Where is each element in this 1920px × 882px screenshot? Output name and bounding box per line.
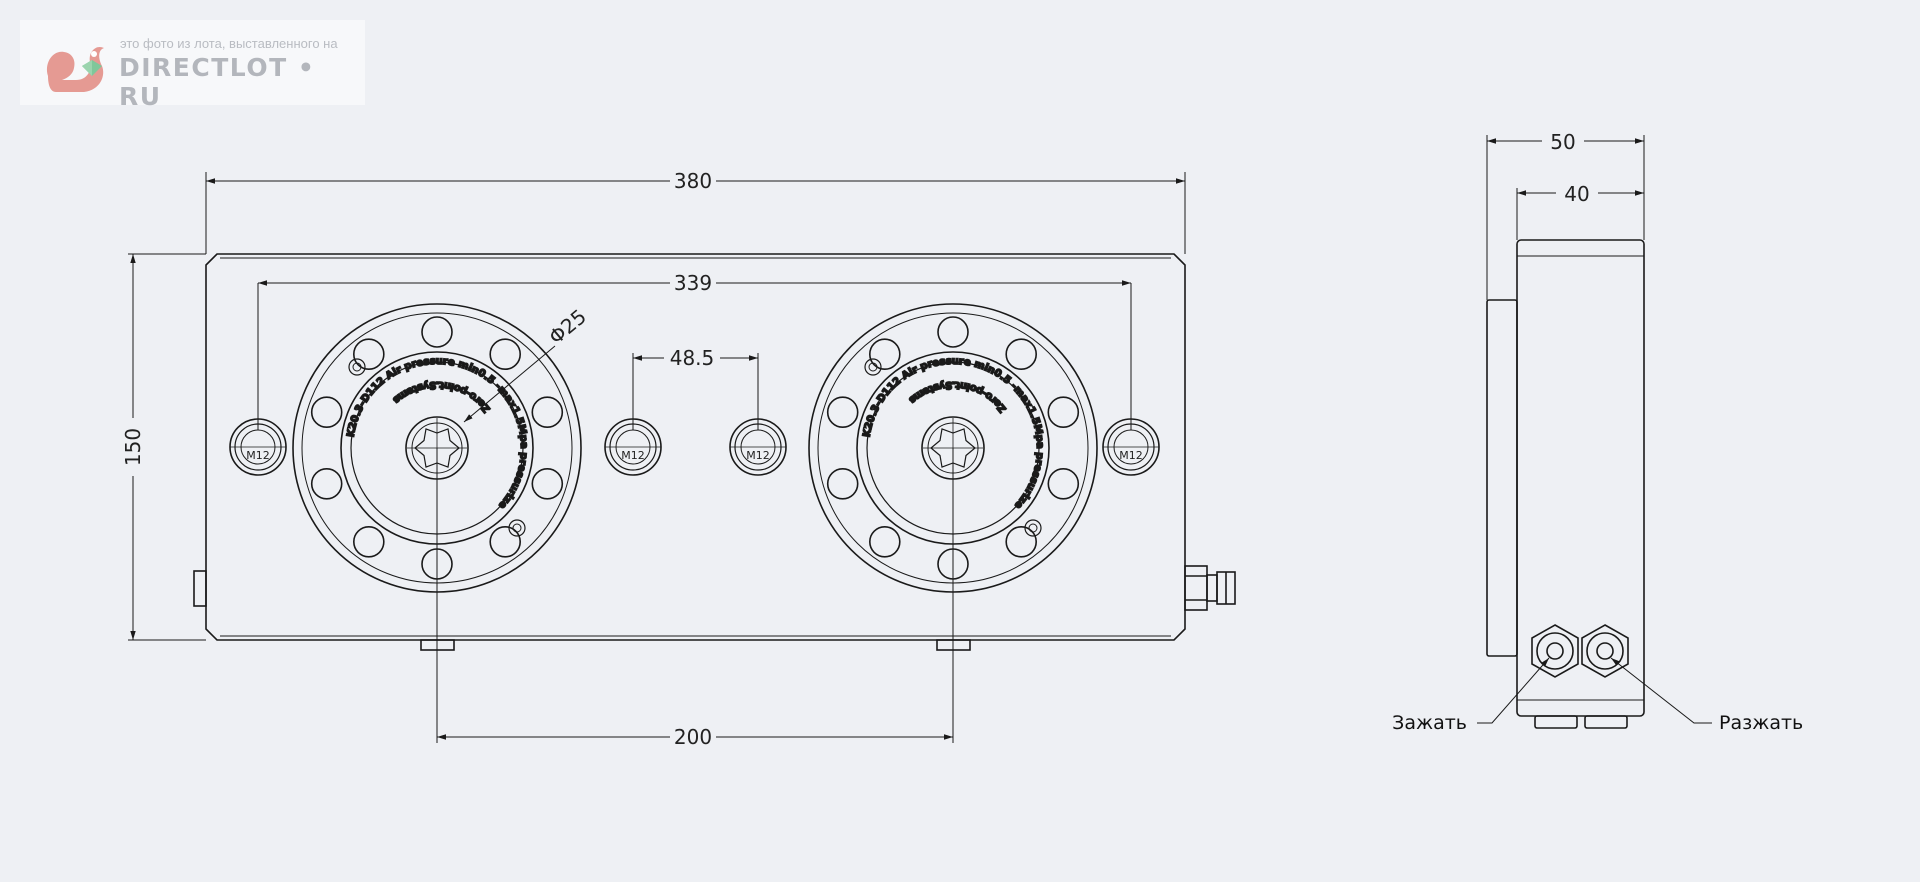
- base-plate-inner-edge: [220, 257, 1171, 637]
- squirrel-logo-icon: [46, 46, 104, 92]
- dim-text-339: 339: [674, 271, 712, 295]
- mount-hole: [310, 467, 343, 500]
- side-body: [1516, 239, 1645, 717]
- watermark: это фото из лота, выставленного на DIREC…: [20, 20, 365, 111]
- dim-text-150: 150: [121, 428, 145, 466]
- dim-text-200: 200: [674, 725, 712, 749]
- watermark-brand: DIRECTLOT • RU: [119, 53, 316, 111]
- mount-hole: [531, 396, 564, 429]
- mount-hole: [1047, 467, 1080, 500]
- mount-hole: [937, 316, 969, 348]
- side-flange: [1486, 299, 1518, 657]
- mount-hole: [1005, 525, 1038, 558]
- chuck-engraving-inner: Zero-point.Systems: [391, 379, 493, 414]
- label-clamp: Зажать: [1392, 712, 1467, 734]
- mount-hole: [352, 338, 385, 371]
- mount-hole: [352, 525, 385, 558]
- side-view: [1486, 239, 1645, 729]
- dim-text-phi25: Φ25: [544, 304, 591, 349]
- mount-hole: [1047, 396, 1080, 429]
- mount-hole: [868, 525, 901, 558]
- mount-hole: [826, 467, 859, 500]
- front-view: [193, 253, 1236, 651]
- dim-text-380: 380: [674, 169, 712, 193]
- base-plate: [205, 253, 1186, 641]
- front-dimension-texts: 380 339 48.5 150 200 Φ25: [121, 169, 714, 749]
- side-foot-left: [1534, 715, 1578, 729]
- watermark-tagline: это фото из лота, выставленного на: [120, 36, 338, 51]
- bolt-m12-1: M12: [229, 418, 287, 476]
- side-foot-right: [1584, 715, 1628, 729]
- dim-text-48-5: 48.5: [670, 346, 715, 370]
- dim-text-40: 40: [1564, 182, 1589, 206]
- chuck-engraving-inner: Zero-point.Systems: [907, 379, 1009, 414]
- mount-hole: [531, 467, 564, 500]
- clamp-leader: [1477, 657, 1550, 724]
- bolt-label: M12: [1119, 449, 1143, 462]
- front-dimensions: [128, 172, 1186, 743]
- locating-pin: [348, 358, 366, 376]
- bolt-label: M12: [246, 449, 270, 462]
- locating-pin: [1024, 519, 1042, 537]
- side-dimensions: [1477, 135, 1712, 724]
- locating-pin: [508, 519, 526, 537]
- mount-hole: [826, 396, 859, 429]
- dim-text-50: 50: [1550, 130, 1575, 154]
- mount-hole: [1005, 338, 1038, 371]
- mount-hole: [421, 316, 453, 348]
- bolt-label: M12: [746, 449, 770, 462]
- port-clamp: [1531, 624, 1579, 678]
- left-stop-pin: [193, 570, 207, 607]
- side-texts: 50 40 Зажать Разжать: [1392, 130, 1803, 734]
- dia-leader: [463, 345, 556, 423]
- release-leader: [1610, 657, 1712, 724]
- locating-pin: [864, 358, 882, 376]
- air-fitting: [1184, 565, 1236, 611]
- mount-hole: [489, 525, 522, 558]
- mount-hole: [310, 396, 343, 429]
- mount-hole: [868, 338, 901, 371]
- port-release: [1581, 624, 1629, 678]
- bolt-label: M12: [621, 449, 645, 462]
- mount-hole: [489, 338, 522, 371]
- label-release: Разжать: [1719, 712, 1803, 734]
